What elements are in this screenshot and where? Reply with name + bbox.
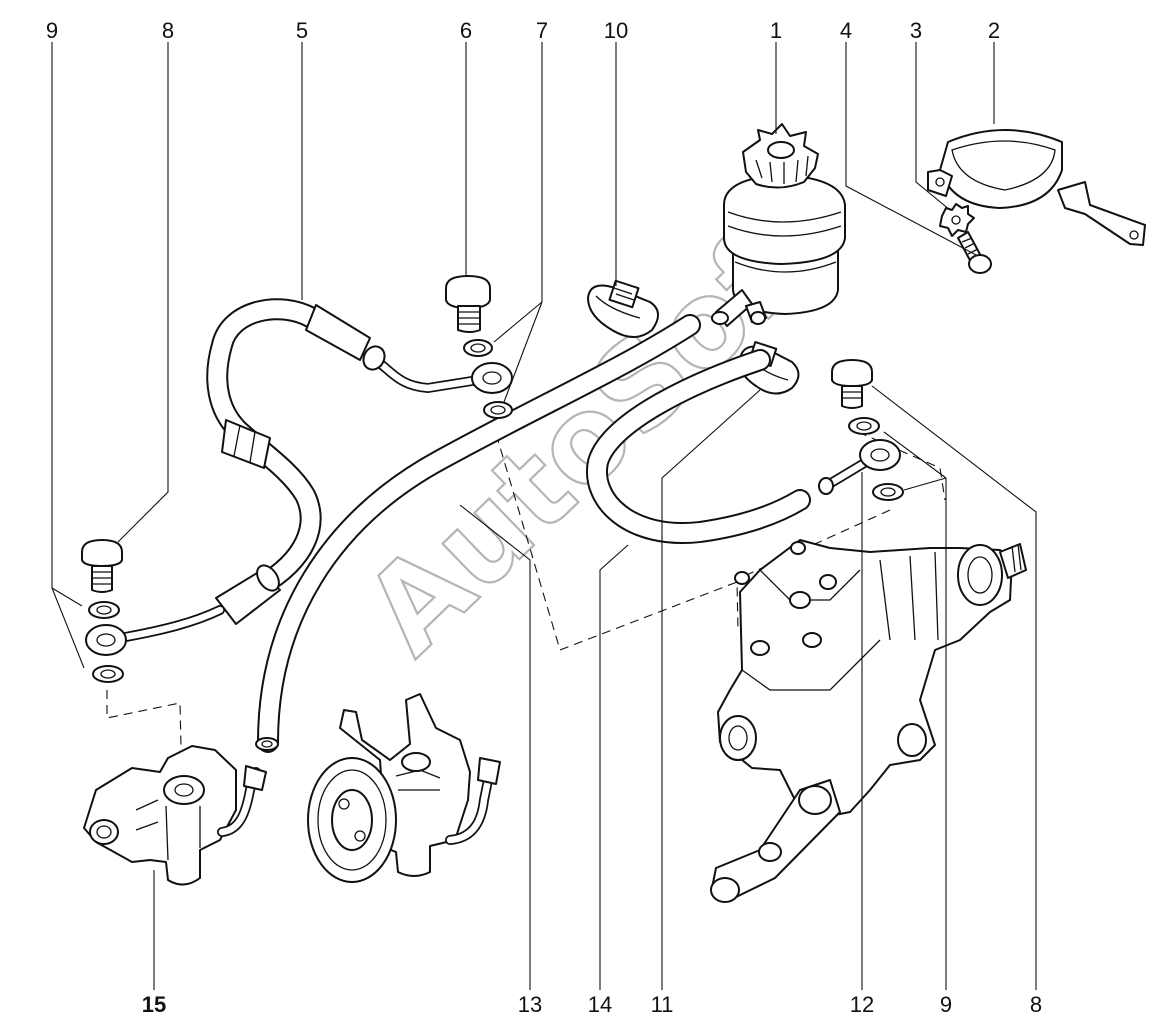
callout-9-bottom: 9 — [940, 992, 952, 1017]
leader-lines — [51, 42, 1037, 990]
callout-3-top: 3 — [910, 18, 922, 43]
callout-6-top: 6 — [460, 18, 472, 43]
callout-5-top: 5 — [296, 18, 308, 43]
sealing-washer-9-right-upper[interactable] — [848, 417, 880, 435]
banjo-bolt-6[interactable] — [445, 275, 491, 333]
callout-2-top: 2 — [988, 18, 1000, 43]
power-steering-pump-15[interactable] — [83, 745, 267, 886]
fluid-reservoir[interactable] — [711, 123, 846, 327]
callout-1-top: 1 — [770, 18, 782, 43]
callout-12-bottom: 12 — [850, 992, 874, 1017]
callout-15-bottom: 15 — [142, 992, 166, 1017]
lock-washer-3[interactable] — [939, 203, 975, 237]
banjo-bolt-8-left[interactable] — [81, 539, 123, 593]
sealing-washer-7b[interactable] — [483, 401, 513, 419]
callout-13-bottom: 13 — [518, 992, 542, 1017]
callout-8-top: 8 — [162, 18, 174, 43]
callout-14-bottom: 14 — [588, 992, 612, 1017]
sealing-washer-9-left-upper[interactable] — [88, 601, 120, 619]
callout-10-top: 10 — [604, 18, 628, 43]
callout-11-bottom: 11 — [651, 992, 674, 1017]
callout-4-top: 4 — [840, 18, 852, 43]
return-hose-13[interactable] — [255, 314, 701, 753]
callout-labels: 9 8 5 6 7 10 1 4 3 2 15 13 14 11 12 9 8 — [46, 18, 1042, 1017]
banjo-union-12[interactable] — [818, 439, 901, 495]
sealing-washer-7a[interactable] — [463, 339, 493, 357]
sealing-washer-9-left-lower[interactable] — [92, 665, 124, 683]
callout-8-bottom: 8 — [1030, 992, 1042, 1017]
sealing-washer-9-right-lower[interactable] — [872, 483, 904, 501]
banjo-fitting-lower[interactable] — [85, 624, 127, 656]
pump-with-pulley — [307, 693, 501, 883]
callout-7-top: 7 — [536, 18, 548, 43]
bracket-bolt[interactable] — [957, 231, 992, 274]
steering-gear-box[interactable] — [710, 539, 1027, 903]
banjo-bolt-8-right[interactable] — [831, 359, 873, 409]
hose-clamp-10[interactable] — [587, 279, 659, 338]
supply-hose-14[interactable] — [586, 349, 811, 545]
callout-9-top: 9 — [46, 18, 58, 43]
reservoir-bracket[interactable] — [927, 129, 1146, 246]
banjo-fitting-upper[interactable] — [471, 362, 513, 394]
pressure-hose-5[interactable] — [115, 298, 483, 643]
